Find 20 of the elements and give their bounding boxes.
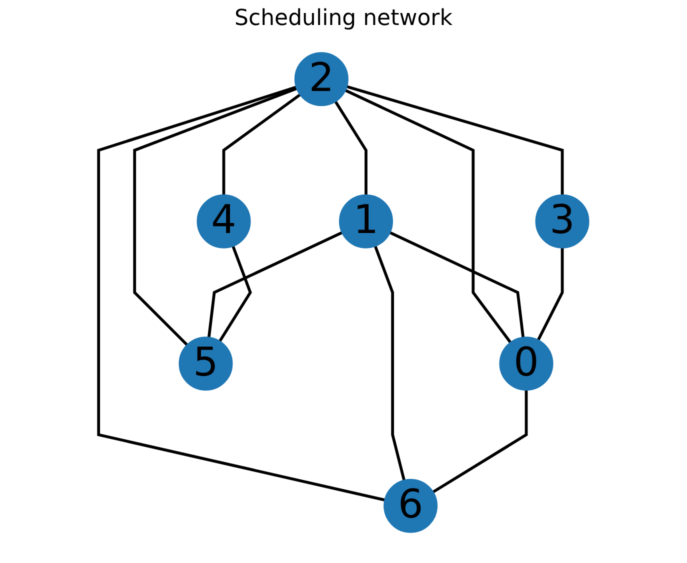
node-circle: 6 xyxy=(384,478,438,533)
node-circle: 3 xyxy=(535,194,590,248)
connector xyxy=(222,93,302,196)
connector xyxy=(207,231,343,338)
node-circle: 1 xyxy=(339,194,394,248)
connector xyxy=(346,85,564,196)
node-circle: 5 xyxy=(178,336,233,391)
connector xyxy=(374,245,406,481)
diagram-title: Scheduling network xyxy=(234,6,454,31)
connector xyxy=(97,86,386,502)
connector xyxy=(344,88,512,344)
node-circle: 0 xyxy=(499,336,554,391)
connector xyxy=(133,87,298,346)
connector xyxy=(389,231,525,338)
connector xyxy=(334,100,368,196)
connector xyxy=(218,245,252,342)
node-circle: 2 xyxy=(294,52,348,106)
connector xyxy=(536,247,564,341)
node-circle: 4 xyxy=(196,194,251,248)
connector xyxy=(432,390,528,494)
